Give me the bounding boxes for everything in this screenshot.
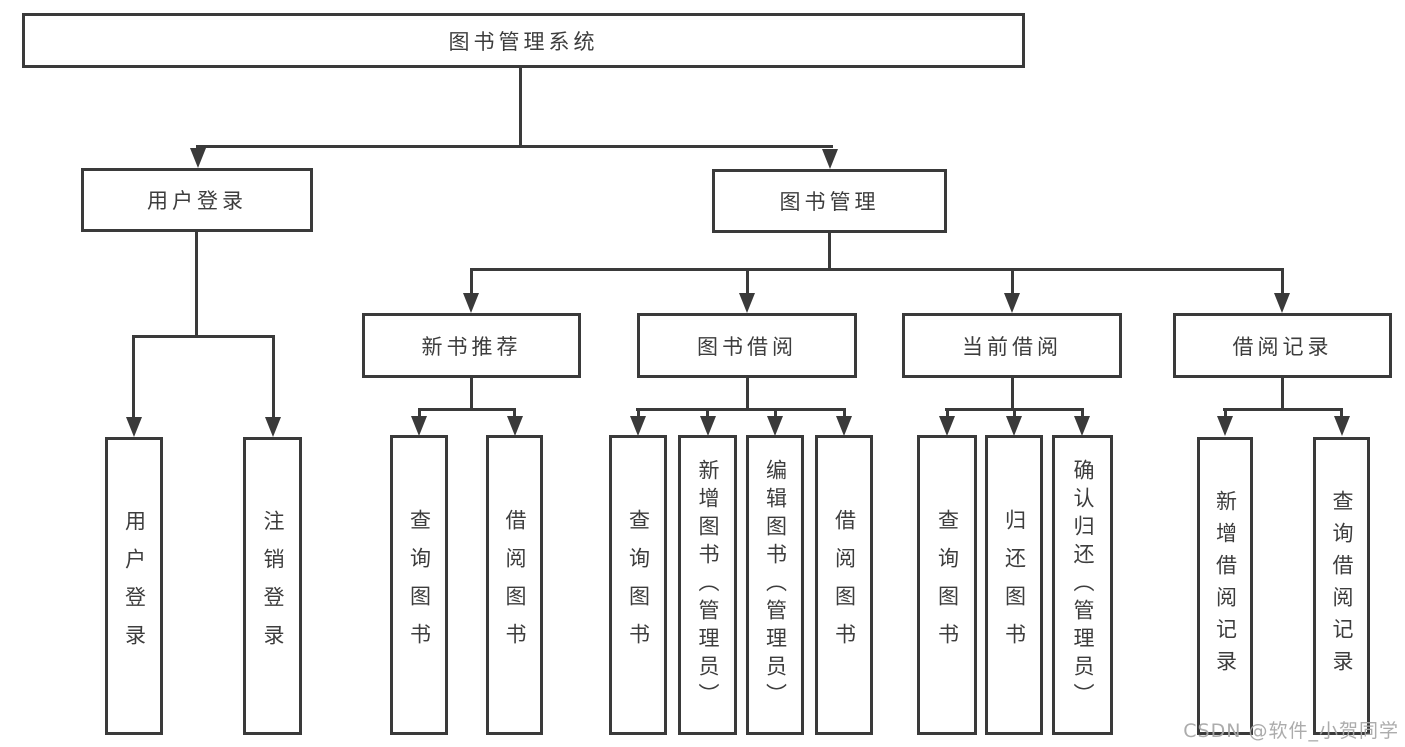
- node-borrow-records: 借阅记录: [1173, 313, 1392, 378]
- arrowhead-down-icon: [700, 416, 716, 436]
- node-current-borrow: 当前借阅: [902, 313, 1122, 378]
- leaf-query-books-2: 查询图书: [609, 435, 667, 735]
- arrowhead-down-icon: [1274, 293, 1290, 313]
- arrowhead-down-icon: [190, 148, 206, 168]
- leaf-label: 查询图书: [935, 509, 960, 661]
- leaf-label: 确认归还（管理员）: [1071, 459, 1095, 711]
- connector-stem: [746, 268, 749, 296]
- leaf-confirm-return-admin: 确认归还（管理员）: [1052, 435, 1113, 735]
- arrowhead-down-icon: [767, 416, 783, 436]
- leaf-borrow-books-2: 借阅图书: [815, 435, 873, 735]
- connector-level3-split: [470, 268, 1284, 271]
- arrowhead-down-icon: [463, 293, 479, 313]
- arrowhead-down-icon: [1006, 416, 1022, 436]
- leaf-return-books: 归还图书: [985, 435, 1043, 735]
- arrowhead-down-icon: [126, 417, 142, 437]
- connector-split: [1223, 408, 1343, 411]
- node-new-books-label: 新书推荐: [421, 334, 522, 359]
- node-book-borrow: 图书借阅: [637, 313, 857, 378]
- arrowhead-down-icon: [1217, 416, 1233, 436]
- connector-stem: [946, 408, 949, 419]
- leaf-query-books-1: 查询图书: [390, 435, 448, 735]
- leaf-add-borrow-record: 新增借阅记录: [1197, 437, 1253, 735]
- leaf-borrow-books-1: 借阅图书: [486, 435, 543, 735]
- node-current-borrow-label: 当前借阅: [962, 334, 1062, 359]
- connector-stem: [513, 408, 516, 419]
- connector-book-borrow-stem: [746, 378, 749, 411]
- leaf-label: 借阅图书: [503, 509, 527, 661]
- leaf-label: 编辑图书（管理员）: [763, 459, 788, 711]
- node-book-mgmt: 图书管理: [712, 169, 947, 233]
- connector-root-stem: [519, 66, 522, 148]
- connector-stem: [132, 335, 135, 419]
- arrowhead-down-icon: [822, 149, 838, 169]
- leaf-label: 查询借阅记录: [1330, 490, 1354, 682]
- leaf-label: 归还图书: [1002, 509, 1027, 661]
- connector-stem: [1013, 408, 1016, 419]
- node-root: 图书管理系统: [22, 13, 1025, 68]
- arrowhead-down-icon: [939, 416, 955, 436]
- node-user-login-label: 用户登录: [147, 189, 247, 213]
- connector-stem: [1081, 408, 1084, 419]
- connector-user-login-split: [132, 335, 275, 338]
- connector-stem: [637, 408, 640, 419]
- connector-stem: [1224, 408, 1227, 419]
- connector-split: [636, 408, 846, 411]
- leaf-logout: 注销登录: [243, 437, 302, 735]
- leaf-edit-books-admin: 编辑图书（管理员）: [746, 435, 804, 735]
- connector-stem: [1340, 408, 1343, 419]
- node-borrow-records-label: 借阅记录: [1232, 334, 1333, 359]
- node-book-borrow-label: 图书借阅: [697, 334, 797, 359]
- node-root-label: 图书管理系统: [448, 29, 599, 54]
- arrowhead-down-icon: [507, 416, 523, 436]
- leaf-label: 新增借阅记录: [1213, 490, 1238, 682]
- connector-new-books-stem: [470, 378, 473, 411]
- csdn-watermark: CSDN @软件_小贺同学: [1183, 720, 1399, 742]
- node-user-login: 用户登录: [81, 168, 313, 232]
- arrowhead-down-icon: [836, 416, 852, 436]
- connector-level2-split: [196, 145, 833, 148]
- connector-stem: [272, 335, 275, 419]
- leaf-user-login: 用户登录: [105, 437, 163, 735]
- connector-current-borrow-stem: [1011, 378, 1014, 411]
- connector-user-login-stem: [195, 232, 198, 338]
- arrowhead-down-icon: [1004, 293, 1020, 313]
- leaf-query-borrow-record: 查询借阅记录: [1313, 437, 1370, 735]
- leaf-label: 注销登录: [261, 510, 285, 662]
- connector-stem: [418, 408, 421, 419]
- connector-stem: [1281, 268, 1284, 296]
- connector-book-mgmt-stem: [828, 233, 831, 271]
- arrowhead-down-icon: [411, 416, 427, 436]
- node-new-books: 新书推荐: [362, 313, 581, 378]
- leaf-label: 新增图书（管理员）: [696, 459, 720, 711]
- leaf-add-books-admin: 新增图书（管理员）: [678, 435, 737, 735]
- connector-stem: [706, 408, 709, 419]
- connector-stem: [470, 268, 473, 296]
- leaf-label: 查询图书: [407, 509, 432, 661]
- connector-borrow-records-stem: [1281, 378, 1284, 411]
- arrowhead-down-icon: [1074, 416, 1090, 436]
- arrowhead-down-icon: [265, 417, 281, 437]
- leaf-label: 借阅图书: [832, 509, 857, 661]
- connector-stem: [1011, 268, 1014, 296]
- leaf-label: 用户登录: [122, 510, 147, 662]
- leaf-label: 查询图书: [626, 509, 651, 661]
- node-book-mgmt-label: 图书管理: [779, 190, 880, 214]
- connector-stem: [774, 408, 777, 419]
- arrowhead-down-icon: [739, 293, 755, 313]
- connector-stem: [843, 408, 846, 419]
- arrowhead-down-icon: [1334, 416, 1350, 436]
- connector-split: [418, 408, 516, 411]
- arrowhead-down-icon: [630, 416, 646, 436]
- leaf-query-books-3: 查询图书: [917, 435, 977, 735]
